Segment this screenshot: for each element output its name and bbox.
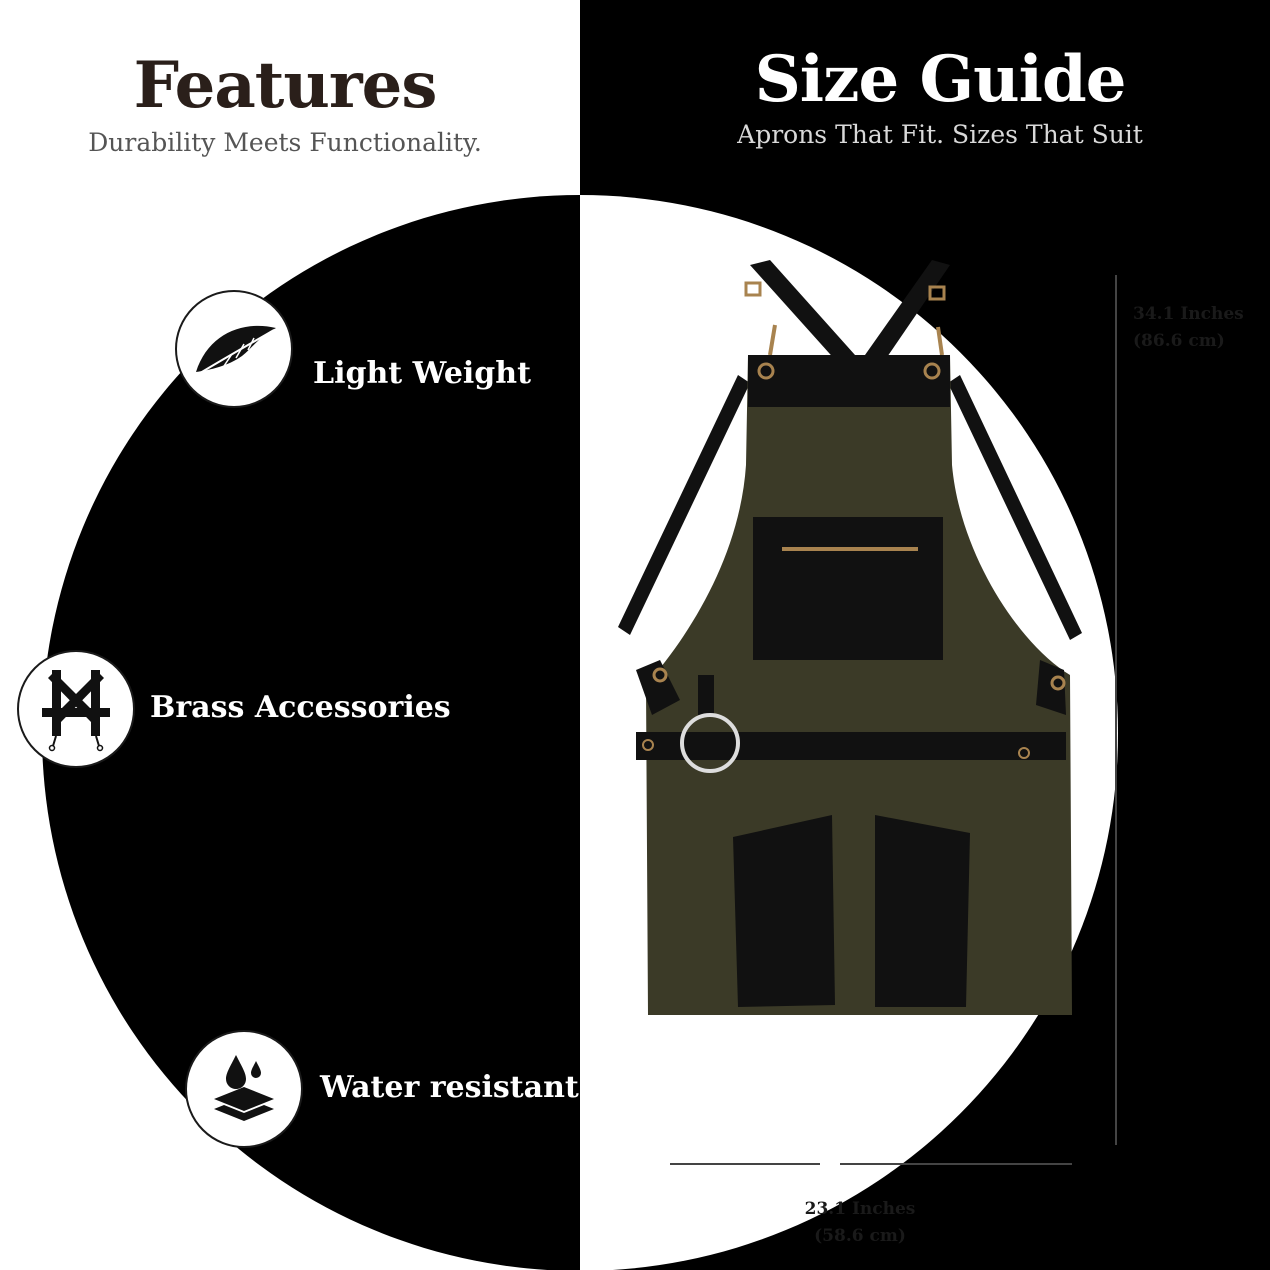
size-guide-title: Size Guide bbox=[754, 42, 1127, 117]
left-half-circle bbox=[42, 195, 580, 1270]
water-layers-icon bbox=[185, 1030, 303, 1148]
width-dimension-line-right bbox=[840, 1163, 1072, 1165]
features-subtitle: Durability Meets Functionality. bbox=[88, 128, 482, 157]
features-title: Features bbox=[133, 48, 438, 123]
height-inches-label: 34.1 Inches bbox=[1133, 304, 1244, 324]
size-guide-subtitle: Aprons That Fit. Sizes That Suit bbox=[737, 120, 1143, 149]
height-dimension-line bbox=[1115, 275, 1117, 1145]
width-dimension-line-left bbox=[670, 1163, 820, 1165]
harness-icon bbox=[17, 650, 135, 768]
feature-label-brass-accessories: Brass Accessories bbox=[150, 690, 451, 725]
width-cm-label: (58.6 cm) bbox=[814, 1226, 906, 1246]
feature-label-light-weight: Light Weight bbox=[313, 356, 531, 391]
height-cm-label: (86.6 cm) bbox=[1133, 331, 1225, 351]
feature-label-water-resistant: Water resistant bbox=[320, 1070, 579, 1105]
apron-image bbox=[618, 260, 1082, 1015]
width-inches-label: 23.1 Inches bbox=[804, 1199, 916, 1219]
feather-icon bbox=[175, 290, 293, 408]
